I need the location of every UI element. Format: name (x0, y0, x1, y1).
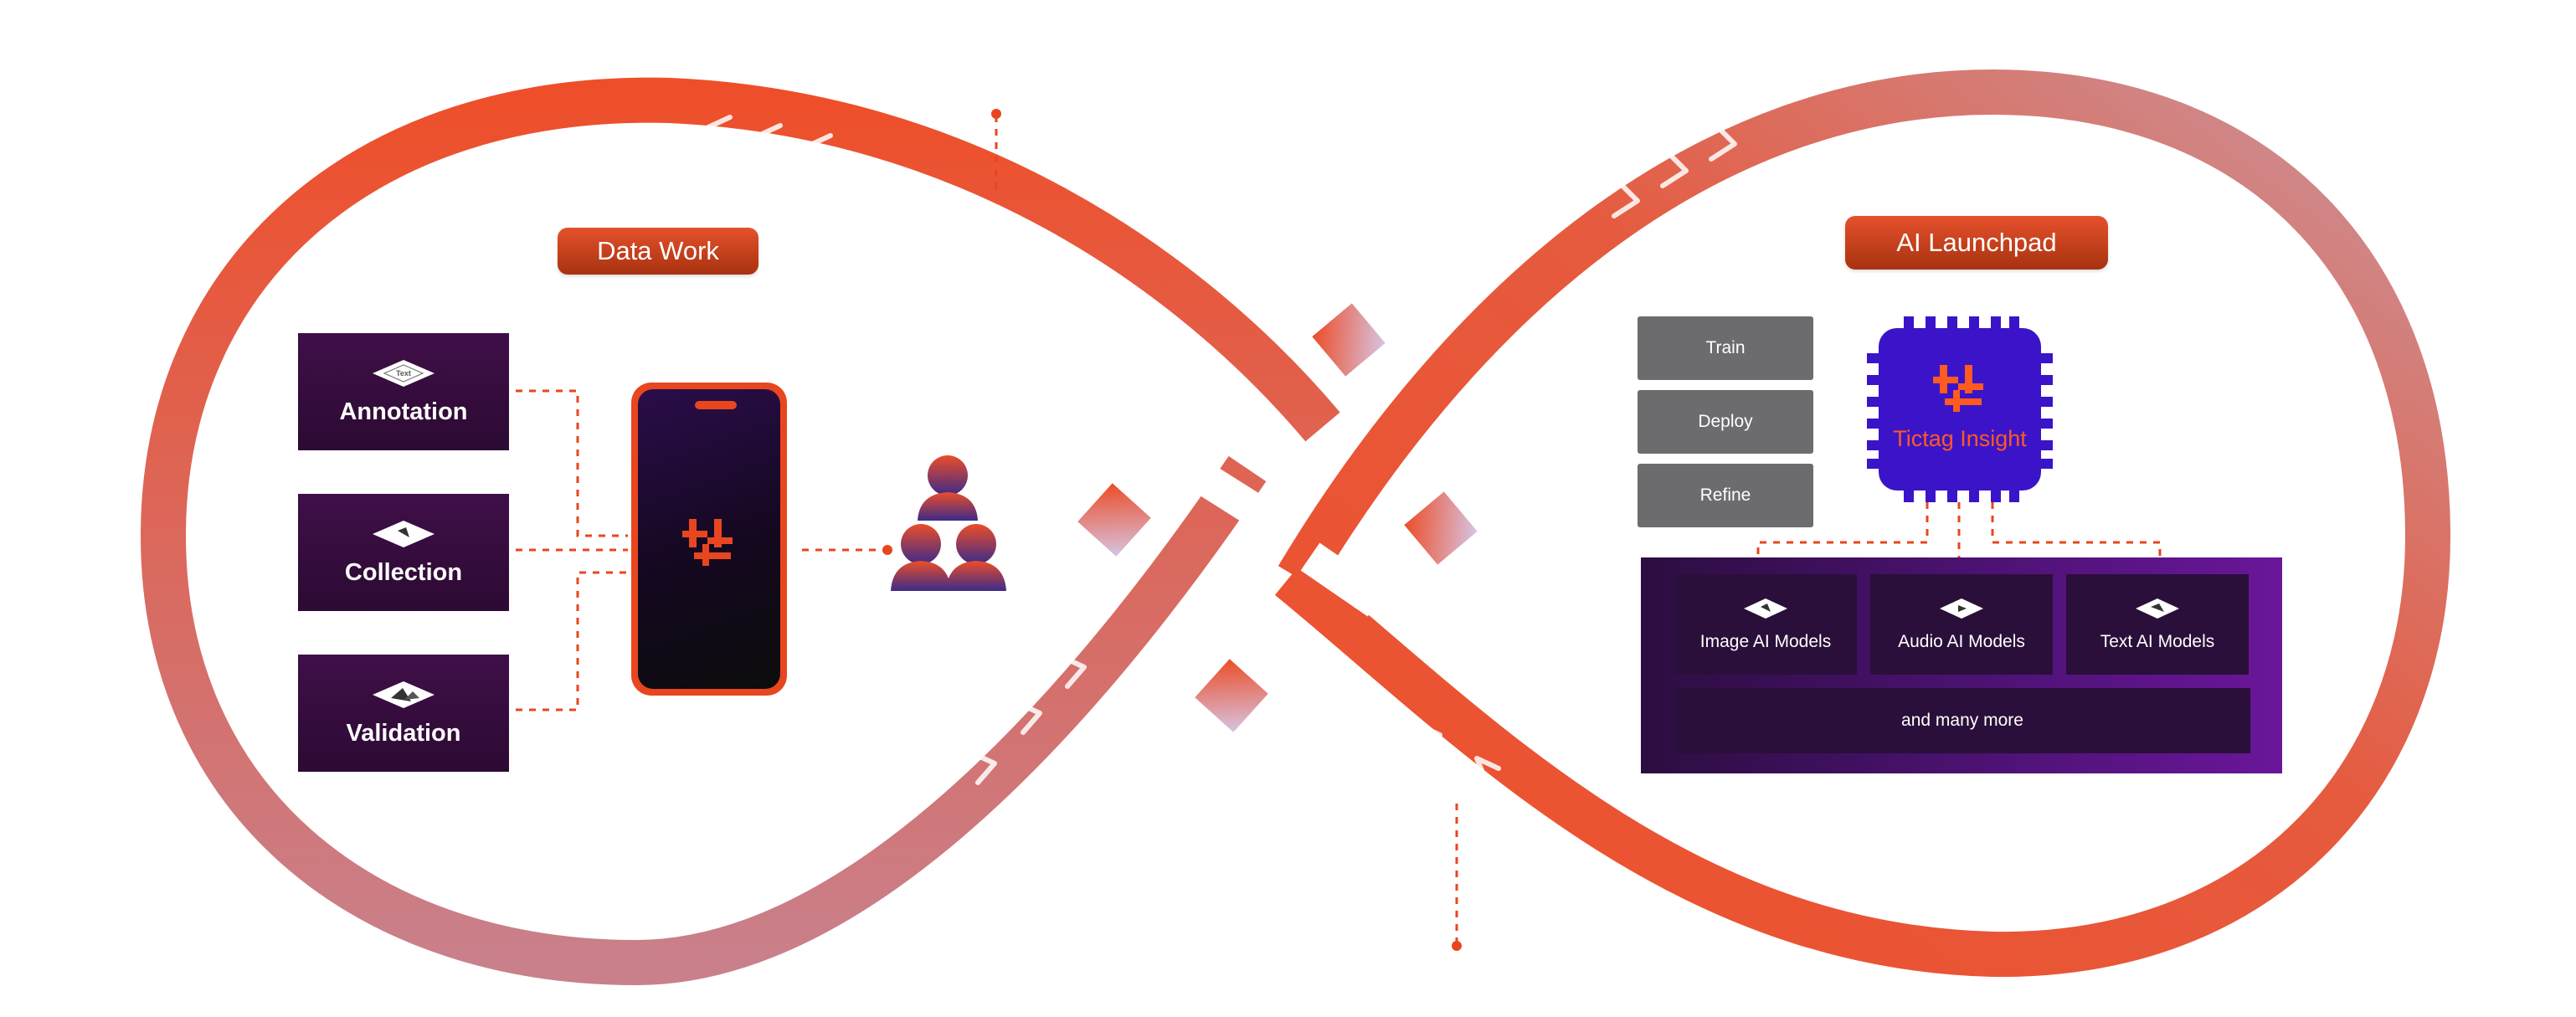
image-model-icon (1742, 597, 1789, 620)
guide-lines (516, 116, 2162, 946)
tictag-insight-chip: Tictag Insight (1867, 316, 2053, 502)
ai-launchpad-title: AI Launchpad (1845, 216, 2108, 270)
audio-ai-models-label: Audio AI Models (1898, 632, 2025, 651)
audio-model-icon (1938, 597, 1985, 620)
crossing-gap (1180, 455, 1387, 617)
flow-arrow-icons (706, 115, 1737, 785)
chip-body: Tictag Insight (1879, 328, 2041, 491)
tictag-logo-icon (682, 519, 736, 572)
image-validation-icon (371, 680, 436, 710)
image-ai-models-label: Image AI Models (1699, 632, 1832, 651)
floating-squares (1077, 303, 1478, 732)
collection-label: Collection (344, 558, 463, 586)
annotation-card: Text Annotation (298, 333, 509, 450)
users-group-icon (891, 455, 1006, 591)
image-ai-models-card[interactable]: Image AI Models (1674, 574, 1857, 675)
annotation-label: Annotation (339, 398, 468, 425)
validation-card: Validation (298, 655, 509, 772)
data-work-title: Data Work (558, 228, 758, 275)
image-collection-icon (371, 519, 436, 549)
chip-logo-icon (1933, 365, 1987, 418)
text-ai-models-card[interactable]: Text AI Models (2066, 574, 2249, 675)
more-models-card[interactable]: and many more (1674, 688, 2250, 753)
iso-text-label: Text (396, 369, 411, 378)
refine-button[interactable]: Refine (1638, 464, 1813, 527)
text-model-icon (2134, 597, 2181, 620)
right-loop-band (1274, 69, 2451, 978)
mobile-phone (631, 383, 787, 696)
text-tag-icon: Text (371, 358, 436, 388)
validation-label: Validation (346, 719, 461, 747)
models-panel: Image AI Models Audio AI Models Text AI … (1641, 557, 2282, 773)
more-models-label: and many more (1901, 711, 2023, 730)
chip-pins-icon (1867, 316, 2053, 502)
train-button[interactable]: Train (1638, 316, 1813, 380)
phone-notch (695, 401, 737, 409)
text-ai-models-label: Text AI Models (2100, 632, 2215, 651)
guide-dots (882, 109, 1462, 951)
audio-ai-models-card[interactable]: Audio AI Models (1870, 574, 2053, 675)
collection-card: Collection (298, 494, 509, 611)
chip-label: Tictag Insight (1893, 426, 2027, 451)
deploy-button[interactable]: Deploy (1638, 390, 1813, 454)
phone-screen (638, 389, 780, 689)
left-loop-band (140, 77, 1340, 986)
